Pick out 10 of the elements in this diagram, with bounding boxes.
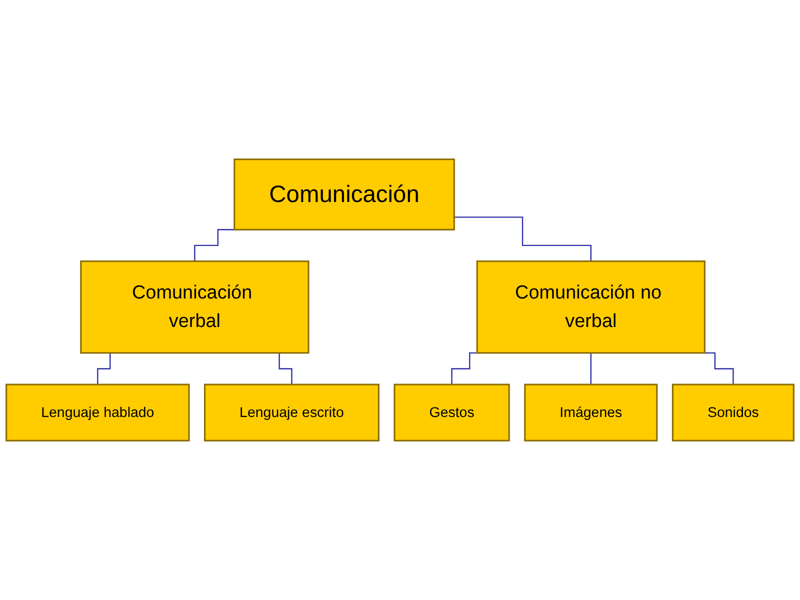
connector: [590, 352, 592, 386]
node-box: Sonidos: [672, 384, 794, 442]
connector: [454, 216, 592, 262]
node-box: Comunicación: [234, 158, 455, 230]
node-box: Lenguaje hablado: [6, 384, 190, 442]
node-box: Comunicación no verbal: [476, 260, 706, 354]
node-box: Gestos: [394, 384, 510, 442]
node-box: Comunicación verbal: [80, 260, 310, 354]
node-box: Lenguaje escrito: [204, 384, 380, 442]
node-box: Imágenes: [524, 384, 658, 442]
